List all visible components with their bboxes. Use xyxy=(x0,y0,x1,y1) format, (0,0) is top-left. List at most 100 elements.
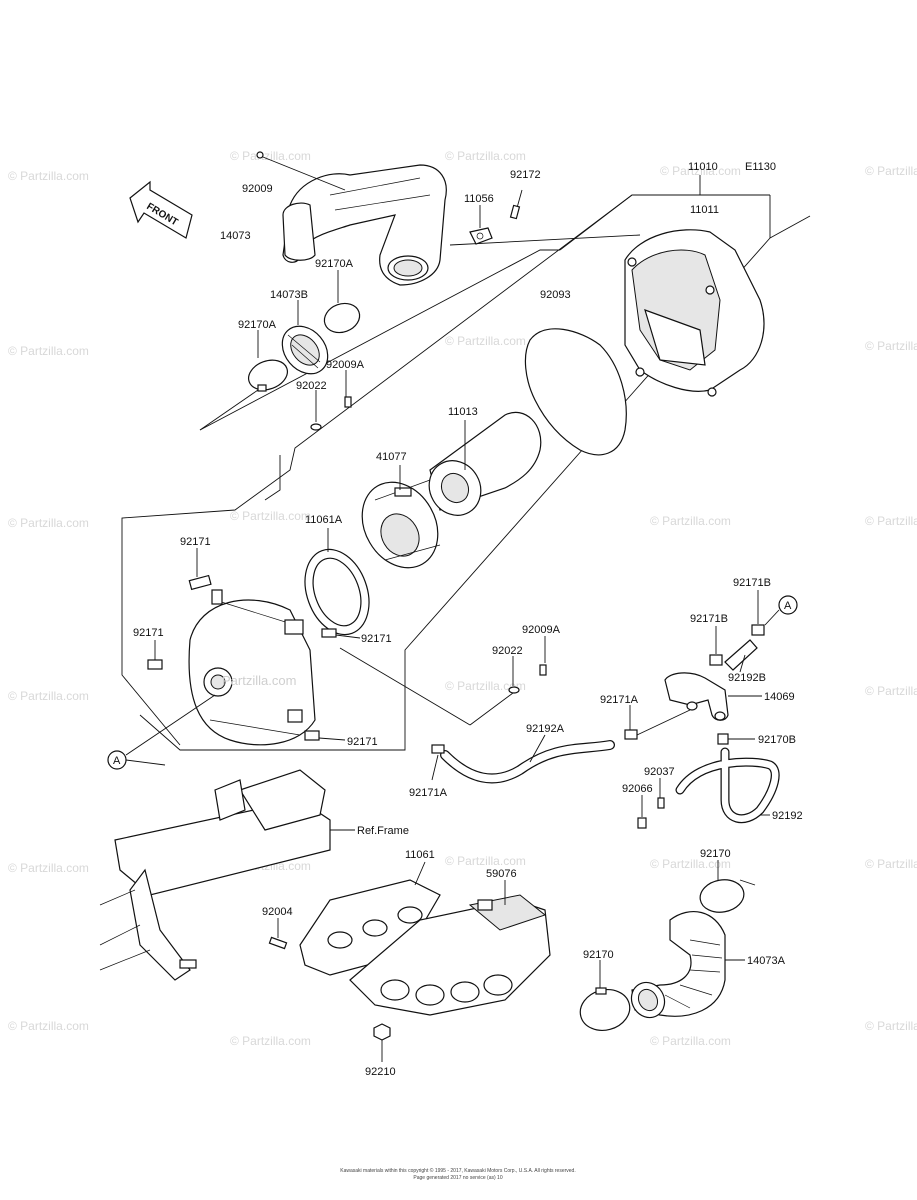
clamp-92171B-b xyxy=(709,654,723,666)
intake-manifold-59076 xyxy=(349,894,551,1016)
bolt-92009A-mid xyxy=(539,664,547,676)
ref-frame-label: Ref.Frame xyxy=(357,825,409,837)
part-label: 92009A xyxy=(326,359,365,371)
filter-holder-41077 xyxy=(361,479,441,569)
part-label: 59076 xyxy=(486,868,517,880)
clip-92171-d xyxy=(304,730,320,741)
part-labels: 92009 14073 92172 11056 11010 11011 9217… xyxy=(133,161,803,1078)
part-label: 41077 xyxy=(376,451,407,463)
diagram-code: E1130 xyxy=(745,161,776,173)
part-label: 11061A xyxy=(305,514,343,526)
bolt-92009A-top xyxy=(344,396,352,408)
clip-11056 xyxy=(469,227,493,245)
watermark: © Partzilla.com xyxy=(8,689,89,703)
hose-14073A xyxy=(630,911,726,1019)
watermark: © Partzilla.com xyxy=(445,149,526,163)
part-label: 92192B xyxy=(728,672,766,684)
watermark: © Partzilla.com xyxy=(865,164,917,178)
part-label: 11010 xyxy=(688,161,718,173)
airbox-cover-11011 xyxy=(624,229,765,397)
part-label: 92170 xyxy=(700,848,731,860)
part-label: 92022 xyxy=(296,380,327,392)
clamp-92171B-a xyxy=(751,624,765,636)
watermark: © Partzilla.com xyxy=(8,861,89,875)
part-label: 92093 xyxy=(540,289,571,301)
clamp-92170B xyxy=(717,733,729,745)
watermark: © Partzilla.com xyxy=(230,149,311,163)
part-label: 92171 xyxy=(347,736,378,748)
part-label: 92170A xyxy=(315,258,354,270)
watermark: © Partzilla.com xyxy=(650,514,731,528)
part-label: 14073B xyxy=(270,289,308,301)
watermark: © Partzilla.com xyxy=(8,169,89,183)
part-label: 92171 xyxy=(180,536,211,548)
watermark: © Partzilla.com xyxy=(865,1019,917,1033)
nut-92210 xyxy=(373,1023,391,1041)
part-label: 11011 xyxy=(690,204,719,216)
part-label: 92170B xyxy=(758,734,796,746)
watermark: © Partzilla.com xyxy=(445,679,526,693)
watermark: © Partzilla.com xyxy=(865,857,917,871)
part-label: 92210 xyxy=(365,1066,396,1078)
intake-duct-14073 xyxy=(282,164,447,286)
callout-label: A xyxy=(784,600,792,612)
part-label: 11056 xyxy=(464,193,494,205)
part-label: 92171 xyxy=(133,627,164,639)
part-label: 14073A xyxy=(747,955,786,967)
assembly-bracket-lines xyxy=(121,175,811,751)
watermark: © Partzilla.com xyxy=(8,344,89,358)
part-label: 14073 xyxy=(220,230,251,242)
clamp-92170-top xyxy=(699,879,745,913)
watermark: © Partzilla.com xyxy=(230,1034,311,1048)
watermark: © Partzilla.com xyxy=(865,514,917,528)
part-label: 92066 xyxy=(622,783,653,795)
clip-92171A-bottom xyxy=(431,744,445,754)
fitting-14069 xyxy=(664,672,729,721)
part-label: 92172 xyxy=(510,169,541,181)
clip-92171-c xyxy=(321,628,337,638)
seal-11061A xyxy=(304,548,370,636)
air-filter-11013 xyxy=(428,411,542,516)
part-label: 92170 xyxy=(583,949,614,961)
airbox-body: Partzilla.com xyxy=(188,589,316,746)
part-label: 92171 xyxy=(361,633,392,645)
part-label: 11013 xyxy=(448,406,478,418)
watermark-layer: © Partzilla.com © Partzilla.com © Partzi… xyxy=(8,149,917,1048)
part-label: 92170A xyxy=(238,319,277,331)
watermark: © Partzilla.com xyxy=(445,334,526,348)
hose-14073B xyxy=(281,325,329,375)
part-label: 11061 xyxy=(405,849,435,861)
part-label: 92171B xyxy=(733,577,771,589)
part-label: 92171A xyxy=(409,787,448,799)
part-label: 92192A xyxy=(526,723,565,735)
callout-label: A xyxy=(113,755,121,767)
watermark: © Partzilla.com xyxy=(650,1034,731,1048)
clip-92171-b xyxy=(147,659,163,670)
watermark: © Partzilla.com xyxy=(865,339,917,353)
part-label: 14069 xyxy=(764,691,795,703)
gasket-92093 xyxy=(524,328,627,456)
watermark: © Partzilla.com xyxy=(650,857,731,871)
part-label: 92192 xyxy=(772,810,803,822)
watermark: © Partzilla.com xyxy=(660,164,741,178)
fitting-92037 xyxy=(657,797,665,809)
stud-92004 xyxy=(268,936,288,950)
part-label: 92037 xyxy=(644,766,675,778)
front-arrow-icon: FRONT xyxy=(129,180,193,239)
part-label: 92009 xyxy=(242,183,273,195)
callout-a-right: A xyxy=(778,595,798,615)
part-label: 92171A xyxy=(600,694,639,706)
watermark: © Partzilla.com xyxy=(230,509,311,523)
frame-reference xyxy=(99,769,331,981)
hose-92192B xyxy=(724,639,758,671)
clamp-92170-left xyxy=(579,987,631,1031)
part-label: 92171B xyxy=(690,613,728,625)
clamp-92170A-left xyxy=(248,359,288,392)
part-label: 92004 xyxy=(262,906,293,918)
watermark: © Partzilla.com xyxy=(445,854,526,868)
washer-92022-top xyxy=(310,423,322,431)
center-watermark: Partzilla.com xyxy=(222,673,296,688)
callout-a-left: A xyxy=(107,750,127,770)
copyright-line-2: Page generated 2017 no service (as) 10 xyxy=(413,1175,502,1181)
